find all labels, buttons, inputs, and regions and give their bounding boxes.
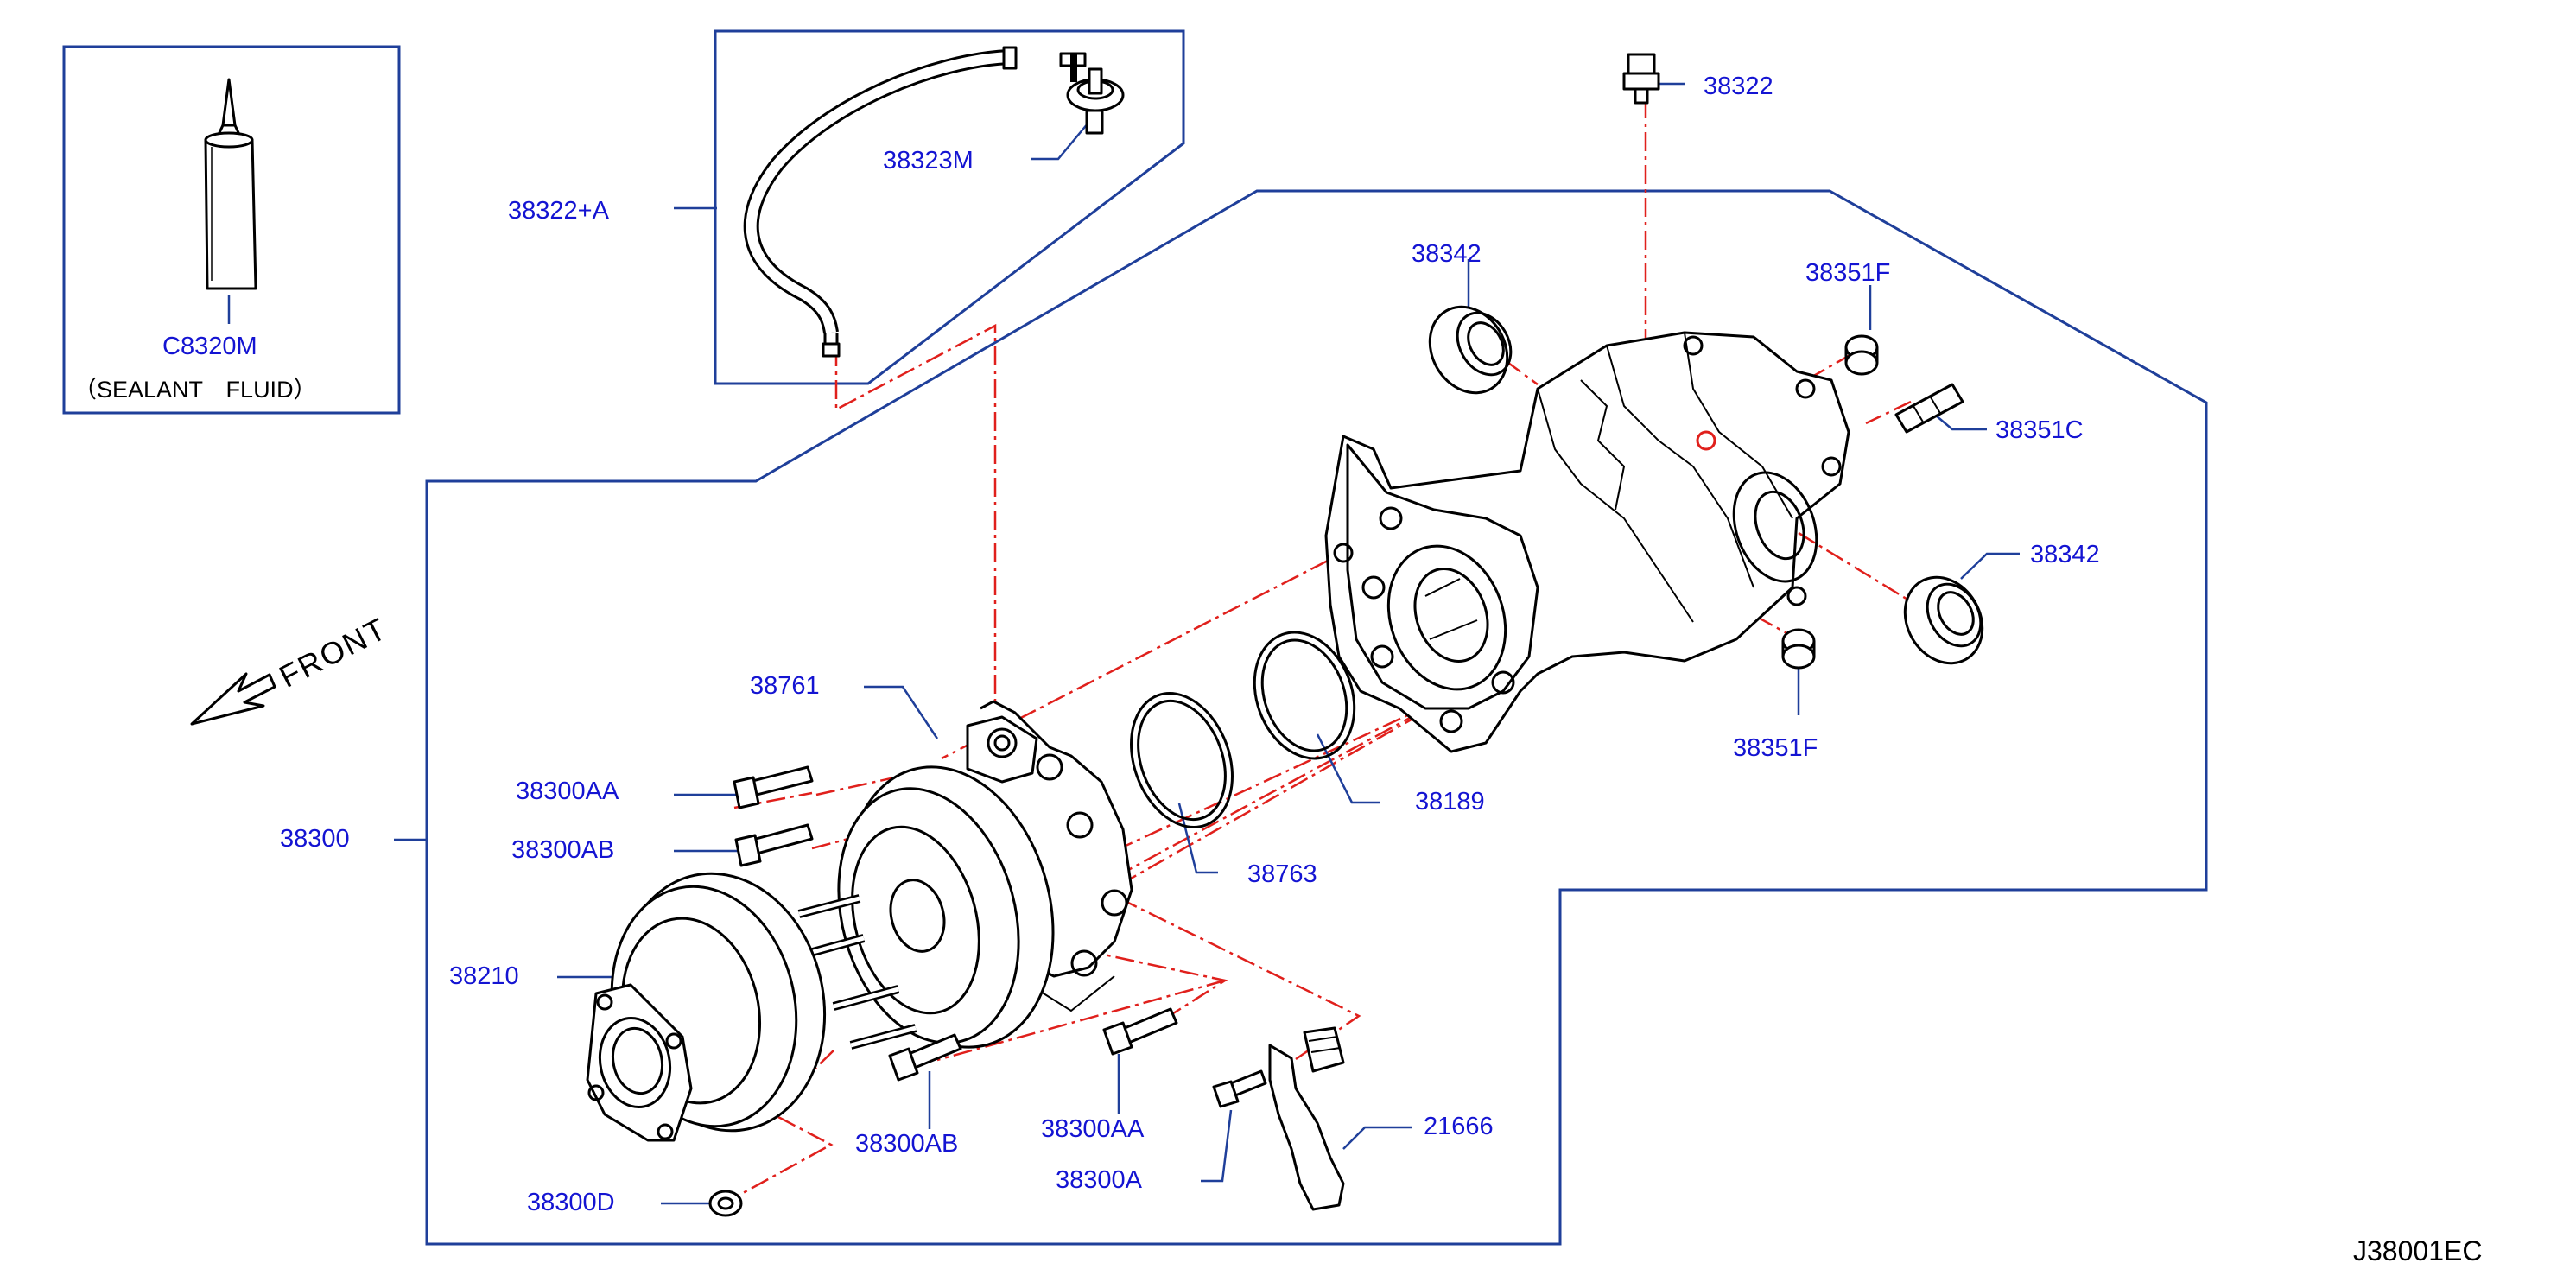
breather-box xyxy=(714,29,1185,385)
oil-seal-right xyxy=(1903,575,1984,665)
label-38300a: 38300A xyxy=(1056,1166,1142,1194)
diagram-code: J38001EC xyxy=(2353,1235,2483,1266)
stud-bolt xyxy=(1894,383,1964,434)
label-38300ab-bottom: 38300AB xyxy=(855,1130,959,1158)
label-c8320m: C8320M xyxy=(162,333,257,360)
label-38300: 38300 xyxy=(280,825,350,853)
assembly-boundary xyxy=(425,189,2208,1246)
bolt-38300AB-bottom xyxy=(888,1033,962,1082)
label-38342-top: 38342 xyxy=(1412,240,1482,268)
nut-38300D xyxy=(708,1190,743,1217)
label-38300d: 38300D xyxy=(527,1189,615,1216)
differential-carrier xyxy=(1324,331,1850,753)
sealant-note: （SEALANT FLUID） xyxy=(73,377,317,403)
front-arrow-icon xyxy=(190,672,276,726)
bolt-38300AB-top xyxy=(734,823,814,867)
oil-seal-left xyxy=(1428,305,1513,395)
bolt-38300A xyxy=(1212,1069,1267,1108)
label-38189: 38189 xyxy=(1415,788,1485,816)
label-38323M: 38323M xyxy=(883,147,974,175)
breather-hose xyxy=(743,46,1087,358)
label-38322-plus-a: 38322+A xyxy=(508,197,609,225)
breather-cap xyxy=(1066,54,1125,135)
label-38351c: 38351C xyxy=(1995,416,2084,444)
label-38210: 38210 xyxy=(449,962,519,990)
bolt-38300AA-bottom xyxy=(1102,1007,1178,1056)
label-38300aa-top: 38300AA xyxy=(516,777,619,805)
label-38761: 38761 xyxy=(750,672,820,700)
parts-drawing xyxy=(204,46,1984,1217)
label-38351f-bottom: 38351F xyxy=(1733,734,1818,762)
dowel-pin-bottom xyxy=(1781,628,1816,670)
o-ring-38189 xyxy=(1253,631,1356,760)
sealant-box xyxy=(62,45,401,415)
label-38300aa-bottom: 38300AA xyxy=(1041,1115,1145,1143)
harness-bracket xyxy=(1268,1026,1345,1211)
label-38300ab-top: 38300AB xyxy=(511,836,615,864)
label-38322: 38322 xyxy=(1704,73,1773,100)
dowel-pin-top xyxy=(1844,334,1879,376)
electronic-coupling xyxy=(797,765,1055,1050)
sealant-tube xyxy=(204,78,257,290)
o-ring-38763 xyxy=(1130,692,1234,828)
label-21666: 21666 xyxy=(1424,1113,1494,1140)
label-38351f-top: 38351F xyxy=(1805,259,1891,287)
group-boxes xyxy=(62,29,2208,1246)
bolt-38300AA-top xyxy=(733,765,814,809)
label-38763: 38763 xyxy=(1247,860,1317,888)
companion-flange xyxy=(586,872,827,1142)
breather-plug xyxy=(1622,53,1660,105)
label-38342-right: 38342 xyxy=(2030,541,2100,568)
